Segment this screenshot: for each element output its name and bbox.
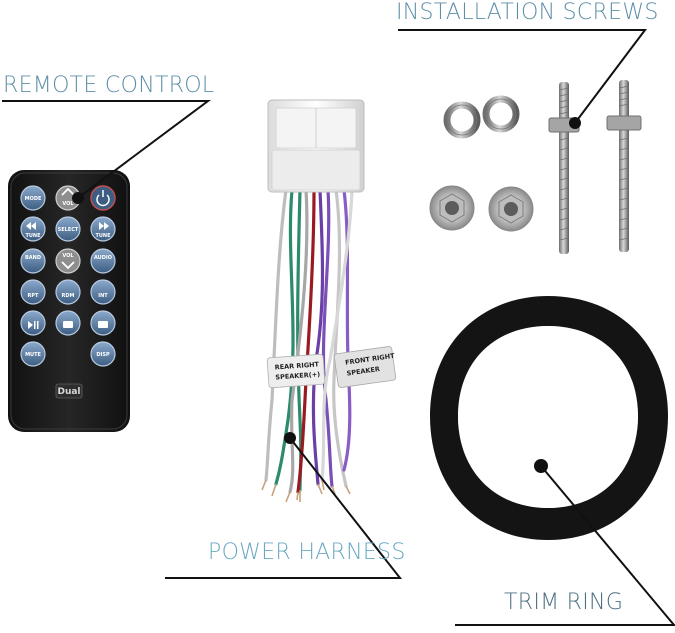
callout-remote-control: REMOTE CONTROL [3,73,215,98]
chevron-down-icon [61,261,75,270]
mode-key [20,185,46,211]
lock-washer [482,95,520,133]
fast-forward-icon [99,222,109,230]
dot-trim-ring [534,459,548,473]
tune-forward-key [90,216,116,242]
callout-dots [72,117,581,473]
chevron-up-icon [61,187,75,196]
vol-up-label: VOL [62,201,74,207]
rdm-key-label: RDM [62,293,75,299]
flange-nut [429,185,475,231]
installation-screws [429,80,642,254]
rpt-key [20,279,46,305]
tag-left-line2: SPEAKER(+) [275,370,320,381]
mode-key-label: MODE [25,196,42,202]
dot-remote-control [72,192,84,204]
disp-key-label: DISP [96,352,110,358]
leader-remote-control [2,100,212,199]
rpt-key-label: RPT [28,293,40,299]
leader-installation-screws [398,29,648,124]
int-key-label: INT [98,293,108,299]
play-pause-key [20,310,46,336]
rewind-icon [26,222,36,230]
tune-right-label: TUNE [95,233,111,239]
folder-icon [98,321,108,328]
audio-key [90,248,116,274]
dot-power-harness [284,432,296,444]
threaded-rod [606,80,642,252]
remote-control: MODE VOL TUNE SELECT TUNE BAND VOL AUDIO… [8,170,130,432]
trim-ring [430,296,668,540]
power-icon [96,194,110,207]
flange-nut [488,186,534,232]
vol-down-key [55,248,81,274]
tag-left-line1: REAR RIGHT [274,360,319,371]
power-key [90,185,116,211]
wire-tag-front-right: FRONT RIGHT SPEAKER [333,346,397,388]
brand-logo-text: Dual [57,387,80,397]
lock-washer [443,101,481,139]
mute-key [20,341,46,367]
folder-icon [63,321,73,328]
leader-power-harness [165,437,403,579]
dot-installation-screws [569,117,581,129]
threaded-rod [548,82,580,254]
select-key [55,216,81,242]
power-harness: REAR RIGHT SPEAKER(+) FRONT RIGHT SPEAKE… [261,99,397,503]
callout-installation-screws: INSTALLATION SCREWS [396,0,659,25]
disp-key [90,341,116,367]
int-key [90,279,116,305]
select-key-label: SELECT [58,227,79,233]
tune-left-label: TUNE [25,233,41,239]
mute-key-label: MUTE [25,352,41,358]
vol-down-label: VOL [62,253,74,259]
callout-power-harness: POWER HARNESS [208,540,406,565]
callout-leaders [2,29,675,626]
leader-trim-ring [455,465,675,626]
audio-key-label: AUDIO [94,255,112,261]
brand-logo [55,383,83,399]
play-pause-icon [28,321,33,329]
wire-tag-rear-right: REAR RIGHT SPEAKER(+) [266,353,326,389]
band-key-label: BAND [25,255,41,261]
callout-trim-ring: TRIM RING [504,590,624,615]
rdm-key [55,279,81,305]
band-key [20,248,46,274]
tune-back-key [20,216,46,242]
